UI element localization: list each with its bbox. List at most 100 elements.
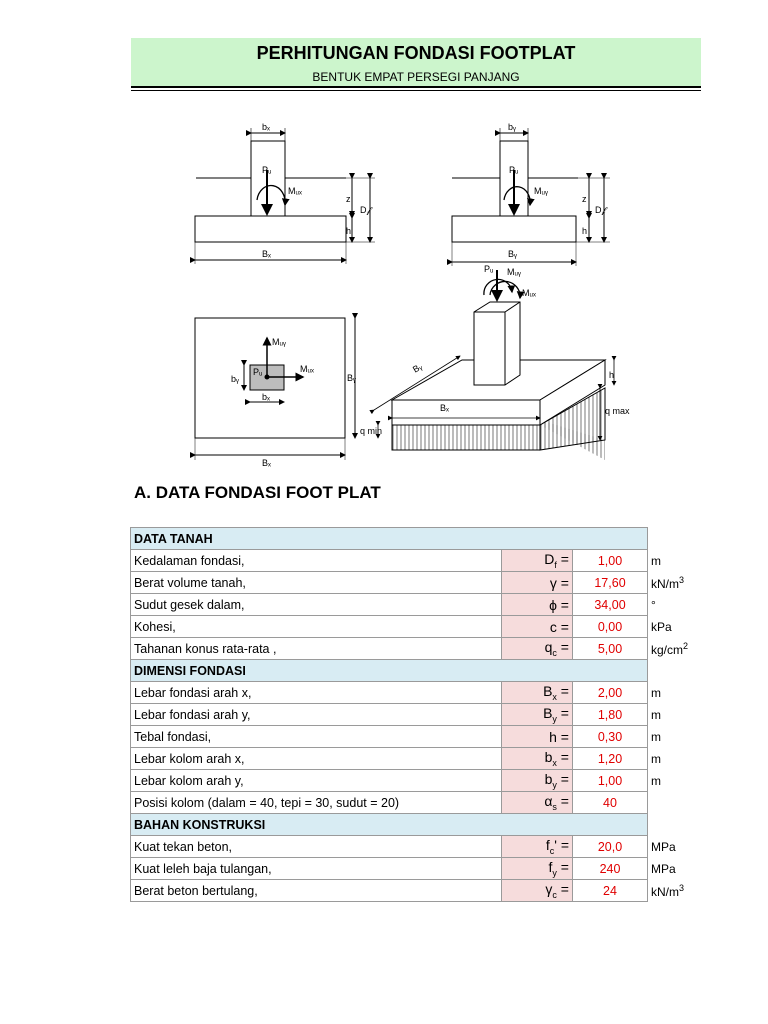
- title-banner: PERHITUNGAN FONDASI FOOTPLAT BENTUK EMPA…: [131, 38, 701, 91]
- unit-text: kN/m: [651, 884, 679, 899]
- param-unit: MPa: [648, 858, 695, 880]
- label-pu-left: Pᵤ: [262, 165, 272, 175]
- symbol-equals: =: [556, 728, 569, 745]
- param-unit: m: [648, 748, 695, 770]
- unit-text: m: [651, 773, 661, 788]
- unit-superscript: 2: [683, 640, 689, 651]
- symbol-main: b: [544, 771, 553, 788]
- label-by-plan: bᵧ: [231, 374, 239, 384]
- label-mux-left: Mᵤₓ: [288, 186, 302, 196]
- symbol-main: ϕ: [549, 596, 557, 613]
- unit-text: kPa: [651, 619, 672, 634]
- param-symbol: bx =: [501, 747, 573, 770]
- group-header: DIMENSI FONDASI: [130, 659, 648, 682]
- param-label: Lebar fondasi arah y,: [130, 703, 502, 726]
- param-value: 5,00: [572, 637, 648, 660]
- symbol-equals: ' =: [554, 837, 569, 854]
- unit-text: m: [651, 707, 661, 722]
- param-symbol: fy =: [501, 857, 573, 880]
- label-df-right: D𝒻: [595, 205, 608, 215]
- symbol-equals: =: [556, 881, 569, 898]
- symbol-main: γ: [549, 574, 557, 591]
- symbol-main: B: [543, 683, 553, 700]
- symbol-main: D: [544, 551, 555, 568]
- label-pu-iso: Pᵤ: [484, 264, 494, 274]
- elevation-x: [190, 128, 375, 264]
- label-pu-right: Pᵤ: [509, 165, 519, 175]
- symbol-subscript: s: [552, 801, 557, 812]
- group-header-spacer: [647, 659, 694, 682]
- label-by-right: bᵧ: [508, 122, 516, 132]
- label-df-left: D𝒻: [360, 205, 373, 215]
- page-title: PERHITUNGAN FONDASI FOOTPLAT: [256, 43, 576, 63]
- param-unit: °: [648, 594, 695, 616]
- param-value: 2,00: [572, 681, 648, 704]
- label-qmin-iso: q min: [360, 426, 382, 436]
- label-By-plan: Bᵧ: [347, 373, 356, 383]
- label-Bx-left: Bₓ: [262, 249, 271, 259]
- symbol-main: α: [544, 793, 553, 810]
- symbol-subscript: y: [552, 867, 557, 878]
- label-mux-plan: Mᵤₓ: [300, 364, 314, 374]
- param-unit: kN/m3: [648, 572, 695, 594]
- param-symbol: αs =: [501, 791, 573, 814]
- param-label: Tebal fondasi,: [130, 725, 502, 748]
- symbol-main: b: [544, 749, 553, 766]
- group-header: DATA TANAH: [130, 527, 648, 550]
- param-value: 40: [572, 791, 648, 814]
- param-value: 1,00: [572, 549, 648, 572]
- label-pu-plan: Pᵤ: [253, 367, 263, 377]
- symbol-main: q: [544, 639, 553, 656]
- param-symbol: By =: [501, 703, 573, 726]
- param-label: Berat beton bertulang,: [130, 879, 502, 902]
- unit-superscript: 3: [679, 882, 685, 893]
- unit-text: kg/cm: [651, 642, 684, 657]
- param-symbol: h =: [501, 725, 573, 748]
- group-header: BAHAN KONSTRUKSI: [130, 813, 648, 836]
- label-h-left: h: [346, 226, 351, 236]
- param-label: Kuat leleh baja tulangan,: [130, 857, 502, 880]
- param-label: Lebar fondasi arah x,: [130, 681, 502, 704]
- symbol-subscript: c: [552, 889, 557, 900]
- page-subtitle: BENTUK EMPAT PERSEGI PANJANG: [312, 70, 520, 84]
- label-h-iso: h: [609, 370, 614, 380]
- symbol-subscript: c: [549, 845, 555, 856]
- unit-superscript: 3: [679, 574, 685, 585]
- table-row: Sudut gesek dalam,ϕ =34,00°: [130, 593, 695, 616]
- table-row: Posisi kolom (dalam = 40, tepi = 30, sud…: [130, 791, 695, 814]
- symbol-equals: =: [556, 683, 569, 700]
- unit-text: °: [651, 597, 656, 612]
- unit-text: MPa: [651, 861, 676, 876]
- param-unit: m: [648, 726, 695, 748]
- symbol-main: h: [549, 728, 557, 745]
- param-value: 1,20: [572, 747, 648, 770]
- unit-text: m: [651, 553, 661, 568]
- symbol-equals: =: [556, 596, 569, 613]
- param-symbol: γ =: [501, 571, 573, 594]
- symbol-main: f: [548, 859, 553, 876]
- symbol-equals: =: [556, 793, 569, 810]
- param-value: 17,60: [572, 571, 648, 594]
- label-muy-plan: Mᵤᵧ: [272, 337, 286, 347]
- unit-text: m: [651, 751, 661, 766]
- param-unit: m: [648, 770, 695, 792]
- param-unit: m: [648, 704, 695, 726]
- label-h-right: h: [582, 226, 587, 236]
- plan-view: [190, 313, 358, 460]
- isometric-view: [369, 270, 617, 460]
- foundation-diagram: bₓ Pᵤ Mᵤₓ z h D𝒻 Bₓ bᵧ Pᵤ Mᵤᵧ z h D𝒻 Bᵧ: [190, 122, 630, 468]
- label-muy-iso: Mᵤᵧ: [507, 267, 521, 277]
- symbol-equals: =: [556, 705, 569, 722]
- param-label: Lebar kolom arah x,: [130, 747, 502, 770]
- unit-text: kN/m: [651, 576, 679, 591]
- symbol-subscript: y: [552, 713, 557, 724]
